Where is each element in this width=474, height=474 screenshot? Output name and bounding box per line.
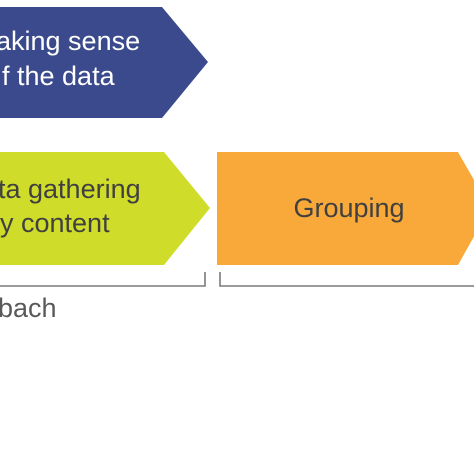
making-sense-chevron [0, 7, 208, 118]
making-sense-line-2: f the data [2, 61, 116, 91]
bracket-left [0, 272, 206, 287]
grouping-chevron [217, 152, 474, 265]
data-gathering-line-1: ta gathering [0, 174, 141, 204]
making-sense-line-1: aking sense [0, 26, 140, 56]
bracket-right [219, 272, 474, 287]
step-data-gathering: ta gathering y content [0, 152, 210, 265]
grouping-label: Grouping [293, 193, 404, 223]
bracket-label: bach [0, 293, 57, 323]
data-gathering-chevron [0, 152, 210, 265]
data-gathering-line-2: y content [0, 208, 110, 238]
step-grouping: Grouping [217, 152, 474, 265]
step-making-sense: aking sense f the data [0, 7, 208, 118]
